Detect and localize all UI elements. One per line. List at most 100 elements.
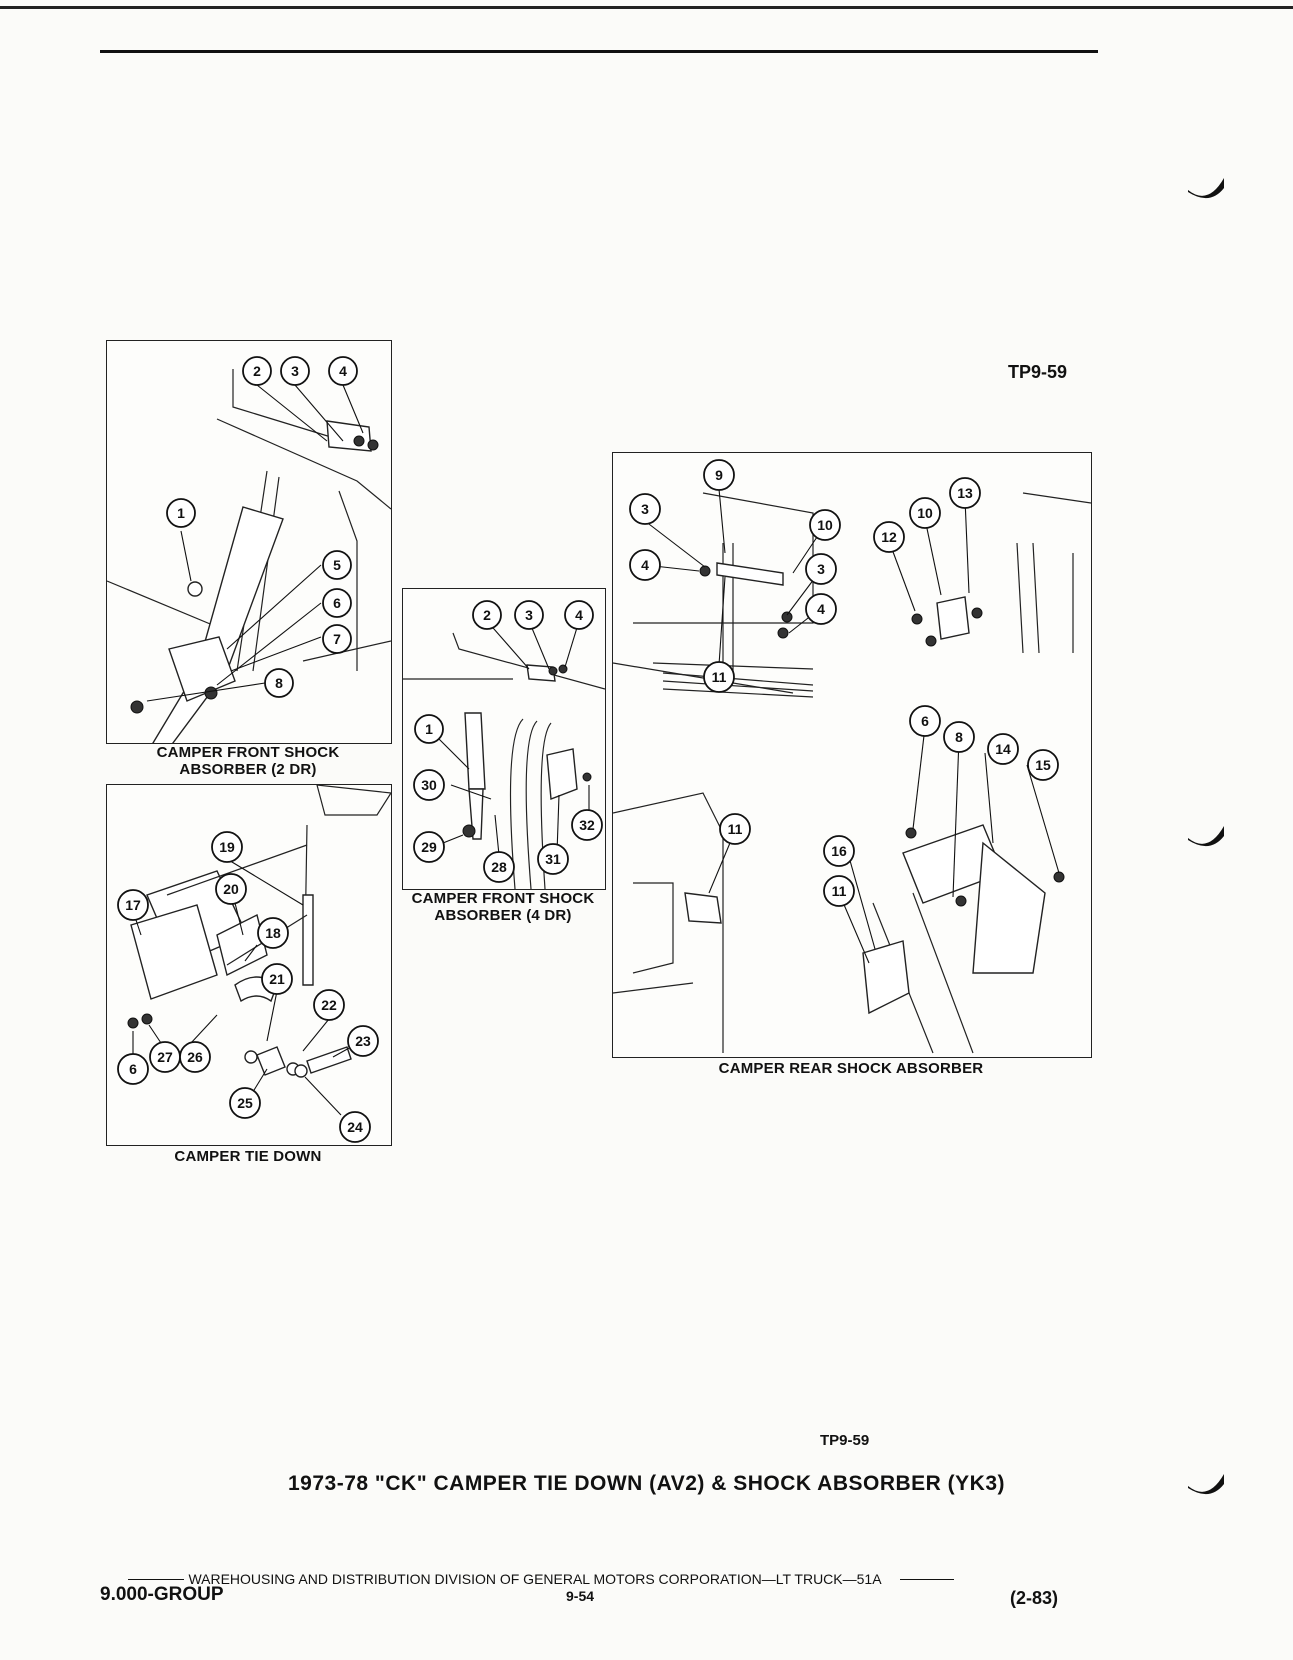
- svg-text:6: 6: [129, 1061, 137, 1077]
- callout-21[interactable]: 21: [261, 963, 293, 995]
- callout-28[interactable]: 28: [483, 851, 515, 883]
- panel-front-shock-4dr: 2 3 4 1 30 29 28 31 32: [402, 588, 606, 890]
- callout-7[interactable]: 7: [322, 624, 352, 654]
- callout-3-rear-a[interactable]: 3: [629, 493, 661, 525]
- callout-18[interactable]: 18: [257, 917, 289, 949]
- callout-9[interactable]: 9: [703, 459, 735, 491]
- callout-16[interactable]: 16: [823, 835, 855, 867]
- svg-text:24: 24: [347, 1119, 363, 1135]
- svg-text:1: 1: [177, 505, 185, 521]
- binding-mark-top: [1188, 178, 1224, 199]
- callout-1-4dr[interactable]: 1: [414, 714, 444, 744]
- svg-text:26: 26: [187, 1049, 203, 1065]
- caption-tie-down: CAMPER TIE DOWN: [174, 1148, 322, 1165]
- svg-text:18: 18: [265, 925, 281, 941]
- svg-text:15: 15: [1035, 757, 1051, 773]
- header-rule: [100, 50, 1098, 53]
- svg-text:28: 28: [491, 859, 507, 875]
- callout-1[interactable]: 1: [166, 498, 196, 528]
- callout-6-rear[interactable]: 6: [909, 705, 941, 737]
- callout-5[interactable]: 5: [322, 550, 352, 580]
- callout-10-rear-a[interactable]: 10: [809, 509, 841, 541]
- svg-text:32: 32: [579, 817, 595, 833]
- callout-29[interactable]: 29: [413, 831, 445, 863]
- svg-text:10: 10: [917, 505, 933, 521]
- callout-15[interactable]: 15: [1027, 749, 1059, 781]
- callout-27[interactable]: 27: [149, 1041, 181, 1073]
- callout-30[interactable]: 30: [413, 769, 445, 801]
- callout-3-rear-b[interactable]: 3: [805, 553, 837, 585]
- callout-2[interactable]: 2: [242, 356, 272, 386]
- svg-text:30: 30: [421, 777, 437, 793]
- shock-absorber-body: [152, 506, 284, 743]
- callout-13[interactable]: 13: [949, 477, 981, 509]
- svg-text:29: 29: [421, 839, 437, 855]
- svg-text:3: 3: [641, 501, 649, 517]
- callout-10-rear-b[interactable]: 10: [909, 497, 941, 529]
- svg-text:31: 31: [545, 851, 561, 867]
- rear-shock-drawing: 9 3 4 10 3 4 11 13 10 12 6 8 14 15 11 16…: [613, 459, 1091, 1054]
- tp-code-bottom: TP9-59: [820, 1432, 870, 1449]
- callout-23[interactable]: 23: [347, 1025, 379, 1057]
- callout-2-4dr[interactable]: 2: [472, 600, 502, 630]
- caption-4dr-line1: CAMPER FRONT SHOCK: [411, 890, 595, 907]
- callout-3[interactable]: 3: [280, 356, 310, 386]
- svg-text:27: 27: [157, 1049, 173, 1065]
- svg-text:11: 11: [712, 669, 727, 685]
- callout-3-4dr[interactable]: 3: [514, 600, 544, 630]
- page-number: 9-54: [566, 1588, 595, 1604]
- callout-19[interactable]: 19: [211, 831, 243, 863]
- svg-text:21: 21: [269, 971, 285, 987]
- callout-4[interactable]: 4: [328, 356, 358, 386]
- svg-text:8: 8: [955, 729, 963, 745]
- tp-code-top: TP9-59: [1008, 362, 1068, 382]
- footer-dash-right: [900, 1579, 954, 1581]
- callout-11-rear-c[interactable]: 11: [823, 875, 855, 907]
- svg-text:2: 2: [253, 363, 261, 379]
- panel-rear-shock: 9 3 4 10 3 4 11 13 10 12 6 8 14 15 11 16…: [612, 452, 1092, 1058]
- callout-4-4dr[interactable]: 4: [564, 600, 594, 630]
- svg-text:23: 23: [355, 1033, 371, 1049]
- date-code: (2-83): [1010, 1588, 1059, 1608]
- caption-4dr-line2: ABSORBER (4 DR): [434, 907, 572, 924]
- callout-4-rear-b[interactable]: 4: [805, 593, 837, 625]
- callout-6-tie[interactable]: 6: [117, 1053, 149, 1085]
- front-shock-2dr-drawing: 2 3 4 1 5 6 7 8: [107, 356, 391, 743]
- callout-32[interactable]: 32: [571, 809, 603, 841]
- callout-6[interactable]: 6: [322, 588, 352, 618]
- callout-31[interactable]: 31: [537, 843, 569, 875]
- caption-2dr-line1: CAMPER FRONT SHOCK: [156, 744, 340, 761]
- callout-12[interactable]: 12: [873, 521, 905, 553]
- lower-bracket: [130, 636, 236, 714]
- callout-11-rear-b[interactable]: 11: [719, 813, 751, 845]
- callout-8[interactable]: 8: [264, 668, 294, 698]
- panel-tie-down: 19 20 17 18 21 22 6 27 26 23 25 24: [106, 784, 392, 1146]
- callout-20[interactable]: 20: [215, 873, 247, 905]
- front-shock-4dr-drawing: 2 3 4 1 30 29 28 31 32: [403, 600, 605, 889]
- callout-14[interactable]: 14: [987, 733, 1019, 765]
- svg-text:22: 22: [321, 997, 337, 1013]
- callout-11-rear-a[interactable]: 11: [703, 661, 735, 693]
- svg-text:4: 4: [575, 607, 583, 623]
- footer-text: WAREHOUSING AND DISTRIBUTION DIVISION OF…: [188, 1571, 882, 1587]
- binding-mark-middle: [1188, 826, 1224, 847]
- caption-front-shock-2dr: CAMPER FRONT SHOCK ABSORBER (2 DR): [106, 744, 390, 778]
- svg-text:4: 4: [817, 601, 825, 617]
- top-edge-rule: [0, 6, 1293, 9]
- svg-text:6: 6: [333, 595, 341, 611]
- svg-text:14: 14: [995, 741, 1011, 757]
- callout-25[interactable]: 25: [229, 1087, 261, 1119]
- binding-mark-bottom: [1188, 1474, 1224, 1495]
- callout-8-rear[interactable]: 8: [943, 721, 975, 753]
- svg-text:11: 11: [728, 821, 743, 837]
- svg-text:12: 12: [881, 529, 897, 545]
- group-label: 9.000-GROUP: [100, 1584, 224, 1605]
- callout-4-rear-a[interactable]: 4: [629, 549, 661, 581]
- callout-22[interactable]: 22: [313, 989, 345, 1021]
- svg-text:17: 17: [125, 897, 141, 913]
- main-title: 1973-78 "CK" CAMPER TIE DOWN (AV2) & SHO…: [288, 1472, 1005, 1495]
- callout-24[interactable]: 24: [339, 1111, 371, 1143]
- callout-26[interactable]: 26: [179, 1041, 211, 1073]
- callout-17[interactable]: 17: [117, 889, 149, 921]
- svg-text:3: 3: [817, 561, 825, 577]
